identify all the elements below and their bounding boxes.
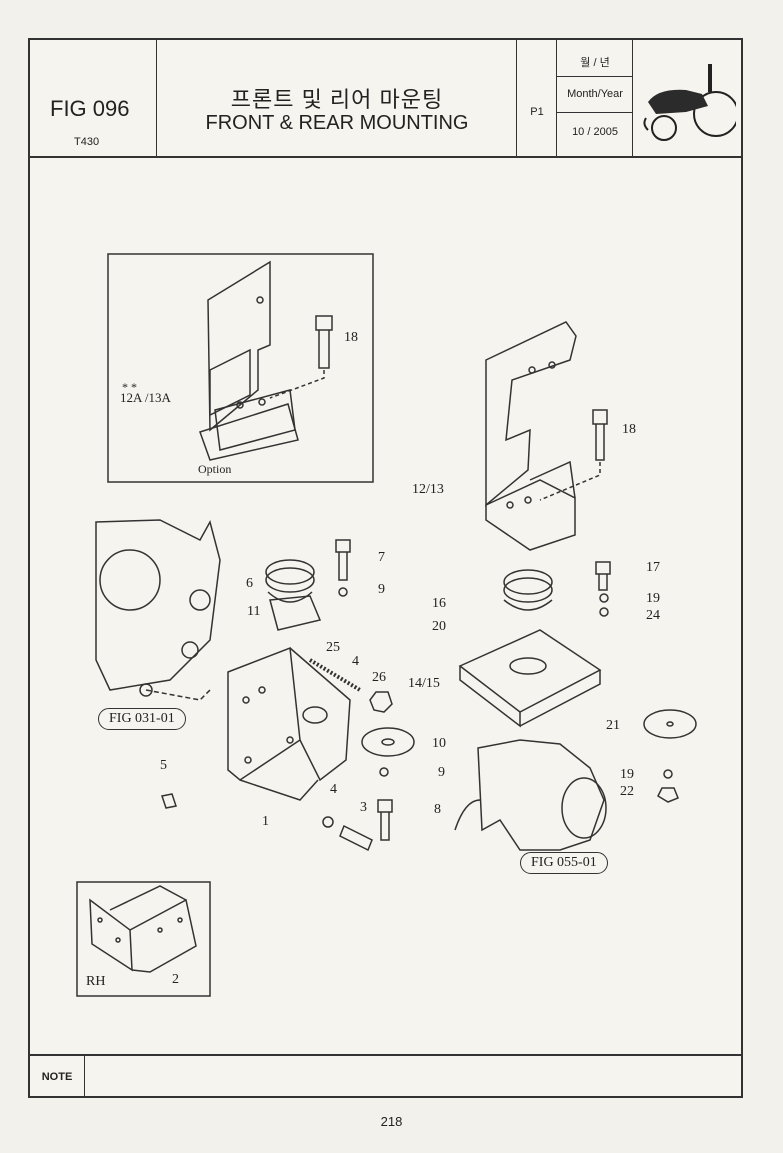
callout-4-bottom: 4 (330, 782, 337, 797)
rh-caption: RH (86, 974, 106, 989)
title-english: FRONT & REAR MOUNTING (205, 112, 469, 134)
fig-ref-055-01[interactable]: FIG 055-01 (520, 852, 608, 874)
callout-19-bottom: 19 (620, 767, 634, 782)
callout-8: 8 (434, 802, 441, 817)
callout-20: 20 (432, 619, 446, 634)
callout-18-option: 18 (344, 330, 358, 345)
callout-16: 16 (432, 596, 446, 611)
callout-12a-13a: 12A /13A (120, 390, 171, 405)
callout-10: 10 (432, 736, 446, 751)
option-bracket-plate (207, 260, 271, 432)
engine-block-outline (95, 519, 221, 691)
note-row: NOTE (30, 1054, 741, 1098)
callout-26: 26 (372, 670, 386, 685)
rh-inset-frame (76, 881, 211, 997)
callout-18: 18 (622, 422, 636, 437)
callout-5: 5 (160, 758, 167, 773)
callout-9-top: 9 (378, 582, 385, 597)
rear-bracket-plate (485, 321, 577, 507)
fig-number-cell: FIG 096 T430 (30, 40, 157, 156)
date-label-korean: 월 / 년 (580, 57, 610, 69)
fig-number: FIG 096 (50, 96, 130, 121)
page-number: 218 (380, 1114, 403, 1129)
tractor-icon (638, 54, 736, 144)
callout-12-13: 12/13 (412, 482, 444, 497)
callout-12a-star: * * (122, 380, 137, 394)
callout-3: 3 (360, 800, 367, 815)
page-code-cell: P1 (517, 40, 557, 156)
callout-22: 22 (620, 784, 634, 799)
date-value: 10 / 2005 (572, 126, 618, 138)
page-code: P1 (530, 106, 544, 118)
callout-11: 11 (247, 604, 261, 619)
callout-6: 6 (246, 576, 253, 591)
model-code: T430 (74, 136, 100, 148)
front-bracket-left (227, 646, 301, 781)
title-korean: 프론트 및 리어 마운팅 (230, 87, 444, 112)
callout-9-bottom: 9 (438, 765, 445, 780)
header-block: FIG 096 T430 프론트 및 리어 마운팅 FRONT & REAR M… (30, 40, 741, 158)
callout-14-15: 14/15 (408, 676, 440, 691)
callout-1: 1 (262, 814, 269, 829)
callout-24: 24 (646, 608, 660, 623)
rear-mount-plate (458, 629, 602, 713)
callout-25: 25 (326, 640, 340, 655)
date-cell: 월 / 년 Month/Year 10 / 2005 (557, 40, 633, 156)
note-label: NOTE (30, 1056, 85, 1098)
title-cell: 프론트 및 리어 마운팅 FRONT & REAR MOUNTING (157, 40, 517, 156)
fig-ref-031-01[interactable]: FIG 031-01 (98, 708, 186, 730)
callout-17: 17 (646, 560, 660, 575)
option-inset-frame (107, 253, 374, 483)
callout-21: 21 (606, 718, 620, 733)
date-label: Month/Year (567, 88, 623, 100)
transmission-housing (477, 739, 605, 851)
option-caption: Option (198, 462, 232, 476)
callout-7: 7 (378, 550, 385, 565)
callout-19-top: 19 (646, 591, 660, 606)
callout-4-top: 4 (352, 654, 359, 669)
callout-2: 2 (172, 972, 179, 987)
